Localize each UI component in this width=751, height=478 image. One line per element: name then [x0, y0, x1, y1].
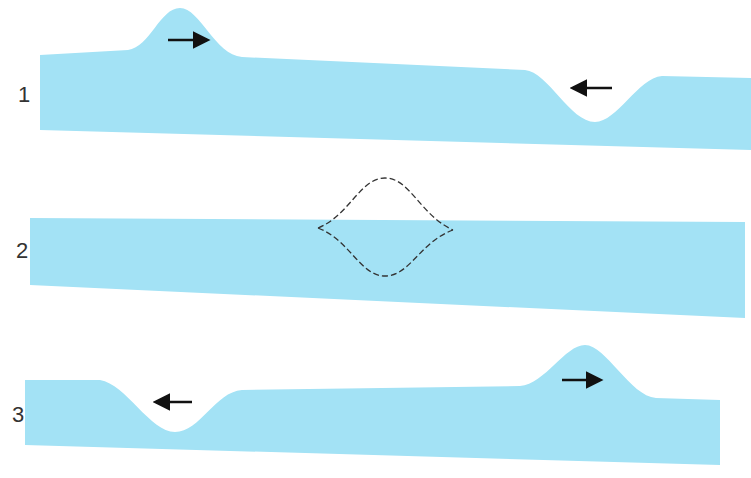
dashed-pulse-outline — [318, 228, 453, 276]
motion-arrow — [168, 39, 207, 42]
frame-number: 1 — [18, 84, 30, 106]
frame-number: 2 — [16, 240, 28, 262]
frame-number: 3 — [12, 404, 24, 426]
motion-arrow — [562, 379, 600, 382]
motion-arrow — [573, 87, 612, 90]
water-band — [30, 218, 745, 318]
motion-arrow — [156, 401, 192, 404]
water-band — [40, 8, 751, 150]
water-band — [25, 345, 720, 465]
dashed-pulse-outline — [318, 178, 453, 230]
